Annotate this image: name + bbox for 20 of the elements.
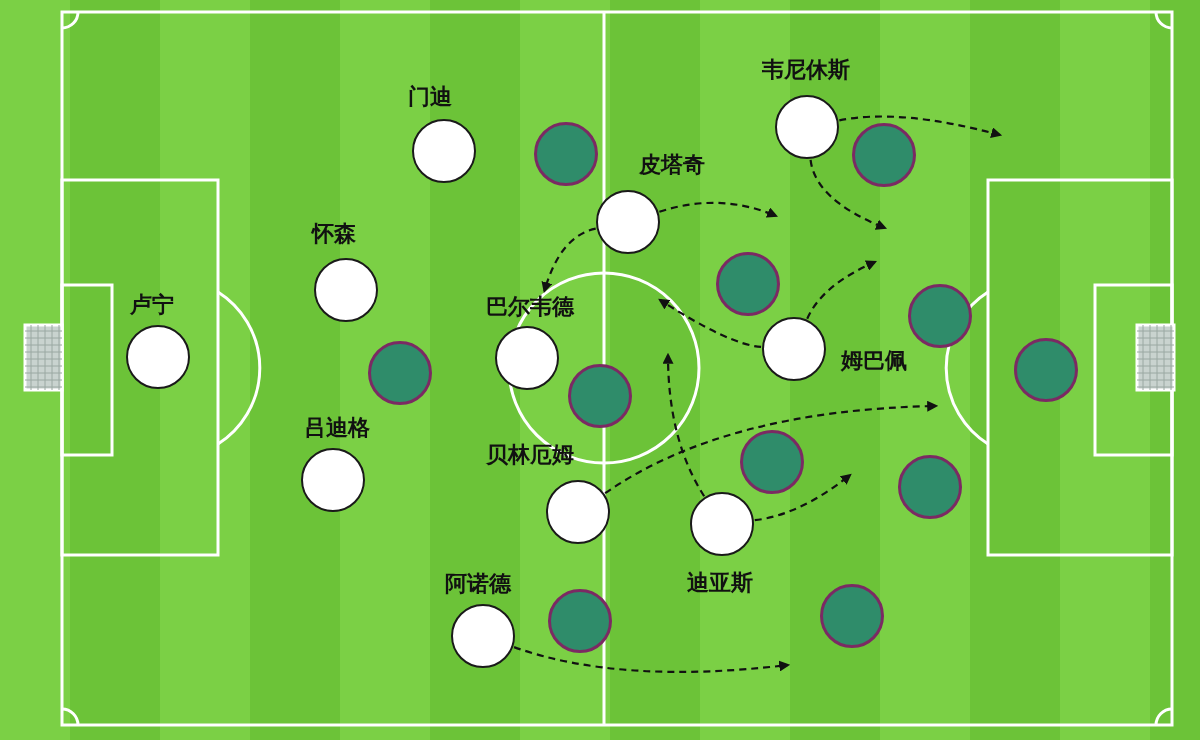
player-name: 迪亚斯 [687,570,753,596]
dashed-arrow [658,298,762,349]
player-name: 韦尼休斯 [762,57,850,83]
player-name: 巴尔韦德 [486,294,574,320]
player-name: 卢宁 [130,292,174,318]
player-name: 皮塔奇 [639,152,705,178]
dashed-arrow [541,227,596,294]
player-name: 门迪 [408,84,452,110]
dashed-arrow [806,260,877,320]
player-name: 姆巴佩 [841,348,907,374]
dashed-arrow [839,115,1003,139]
dashed-arrow [659,201,779,218]
dashed-arrow [754,473,852,522]
player-name: 怀森 [312,221,356,247]
dashed-arrow [604,400,939,495]
dashed-arrow [809,159,888,230]
dashed-arrow [513,646,791,673]
player-name: 阿诺德 [445,571,511,597]
dashed-arrow [662,352,706,497]
player-name: 吕迪格 [304,415,370,441]
